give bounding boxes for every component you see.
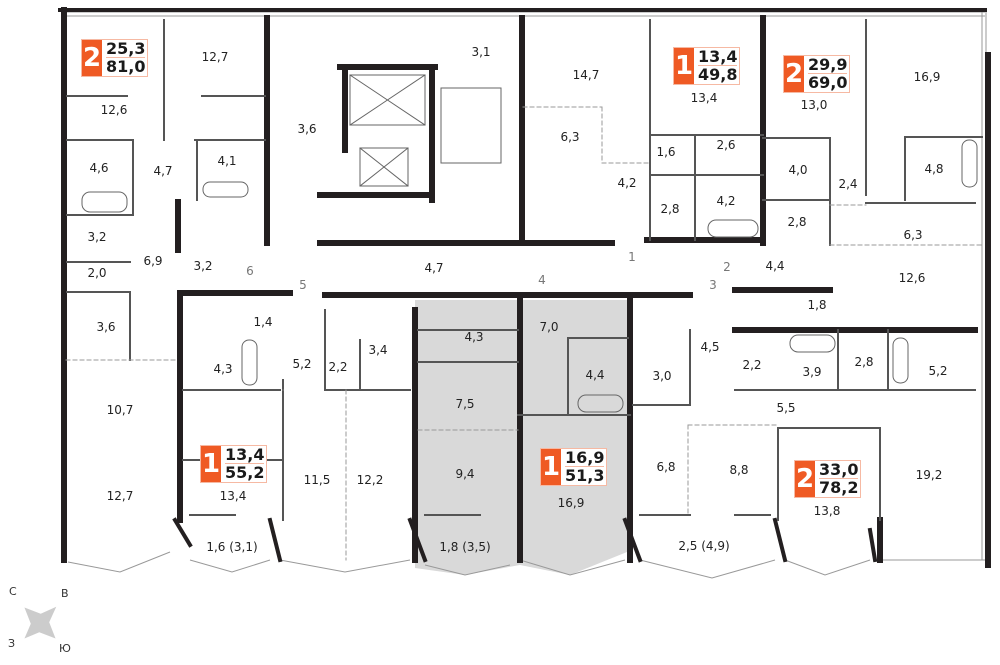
room-area: 4,3 — [464, 330, 484, 344]
balcony-area: 1,8 (3,5) — [439, 540, 491, 554]
door-number: 5 — [299, 278, 307, 292]
compass-north: С — [9, 585, 17, 598]
balcony-area: 2,5 (4,9) — [678, 539, 730, 553]
compass-rose — [24, 606, 57, 639]
room-area: 19,2 — [915, 468, 943, 482]
room-area: 1,4 — [253, 315, 273, 329]
compass-west: З — [8, 637, 16, 650]
room-area: 4,5 — [700, 340, 720, 354]
living-area: 29,9 — [808, 55, 848, 74]
walls — [58, 7, 991, 568]
room-area: 12,2 — [356, 473, 384, 487]
room-area: 11,5 — [303, 473, 331, 487]
room-area: 4,0 — [788, 163, 808, 177]
room-area: 7,5 — [455, 397, 475, 411]
door-number: 3 — [709, 278, 717, 292]
room-area: 2,4 — [838, 177, 858, 191]
room-area: 14,7 — [572, 68, 600, 82]
room-area: 5,5 — [776, 401, 796, 415]
room-area: 4,7 — [424, 261, 444, 275]
total-area: 81,0 — [106, 57, 146, 76]
door-number: 1 — [628, 250, 636, 264]
living-area: 16,9 — [565, 448, 605, 467]
room-area: 16,9 — [913, 70, 941, 84]
living-area: 13,4 — [698, 47, 738, 66]
room-count: 1 — [201, 446, 221, 482]
door-number: 2 — [723, 260, 731, 274]
room-area: 6,3 — [560, 130, 580, 144]
total-area: 55,2 — [225, 463, 265, 482]
room-area: 3,1 — [471, 45, 491, 59]
room-area: 2,8 — [787, 215, 807, 229]
room-area: 2,8 — [854, 355, 874, 369]
room-area: 3,2 — [193, 259, 213, 273]
room-area: 2,0 — [87, 266, 107, 280]
room-area: 12,7 — [106, 489, 134, 503]
room-count: 1 — [541, 449, 561, 485]
room-area: 4,8 — [924, 162, 944, 176]
room-area: 3,6 — [96, 320, 116, 334]
room-area: 2,8 — [660, 202, 680, 216]
room-area: 2,2 — [742, 358, 762, 372]
living-area: 13,4 — [225, 445, 265, 464]
door-number: 4 — [538, 273, 546, 287]
total-area: 78,2 — [819, 478, 859, 497]
room-area: 12,6 — [898, 271, 926, 285]
room-count: 2 — [795, 461, 815, 497]
room-count: 2 — [784, 56, 804, 92]
room-area: 4,4 — [765, 259, 785, 273]
living-area: 33,0 — [819, 460, 859, 479]
room-area: 4,3 — [213, 362, 233, 376]
room-area: 3,6 — [297, 122, 317, 136]
room-area: 12,7 — [201, 50, 229, 64]
room-area: 3,2 — [87, 230, 107, 244]
total-area: 69,0 — [808, 73, 848, 92]
total-area: 51,3 — [565, 466, 605, 485]
room-area: 8,8 — [729, 463, 749, 477]
room-area: 4,7 — [153, 164, 173, 178]
room-area: 10,7 — [106, 403, 134, 417]
room-area: 13,8 — [813, 504, 841, 518]
compass-south: Ю — [59, 642, 71, 655]
room-area: 4,6 — [89, 161, 109, 175]
room-area: 4,2 — [716, 194, 736, 208]
room-area: 6,3 — [903, 228, 923, 242]
room-area: 12,6 — [100, 103, 128, 117]
room-area: 3,4 — [368, 343, 388, 357]
room-area: 4,4 — [585, 368, 605, 382]
room-area: 6,9 — [143, 254, 163, 268]
room-area: 3,9 — [802, 365, 822, 379]
room-count: 1 — [674, 48, 694, 84]
room-area: 9,4 — [455, 467, 475, 481]
room-area: 7,0 — [539, 320, 559, 334]
room-area: 3,0 — [652, 369, 672, 383]
total-area: 49,8 — [698, 65, 738, 84]
room-area: 1,8 — [807, 298, 827, 312]
room-area: 16,9 — [557, 496, 585, 510]
room-count: 2 — [82, 40, 102, 76]
door-number: 6 — [246, 264, 254, 278]
room-area: 2,6 — [716, 138, 736, 152]
room-area: 13,4 — [219, 489, 247, 503]
room-area: 4,1 — [217, 154, 237, 168]
room-area: 13,4 — [690, 91, 718, 105]
compass-east: В — [61, 587, 69, 600]
balcony-area: 1,6 (3,1) — [206, 540, 258, 554]
room-area: 5,2 — [292, 357, 312, 371]
living-area: 25,3 — [106, 39, 146, 58]
room-area: 13,0 — [800, 98, 828, 112]
room-area: 5,2 — [928, 364, 948, 378]
room-area: 2,2 — [328, 360, 348, 374]
room-area: 4,2 — [617, 176, 637, 190]
room-area: 6,8 — [656, 460, 676, 474]
room-area: 1,6 — [656, 145, 676, 159]
